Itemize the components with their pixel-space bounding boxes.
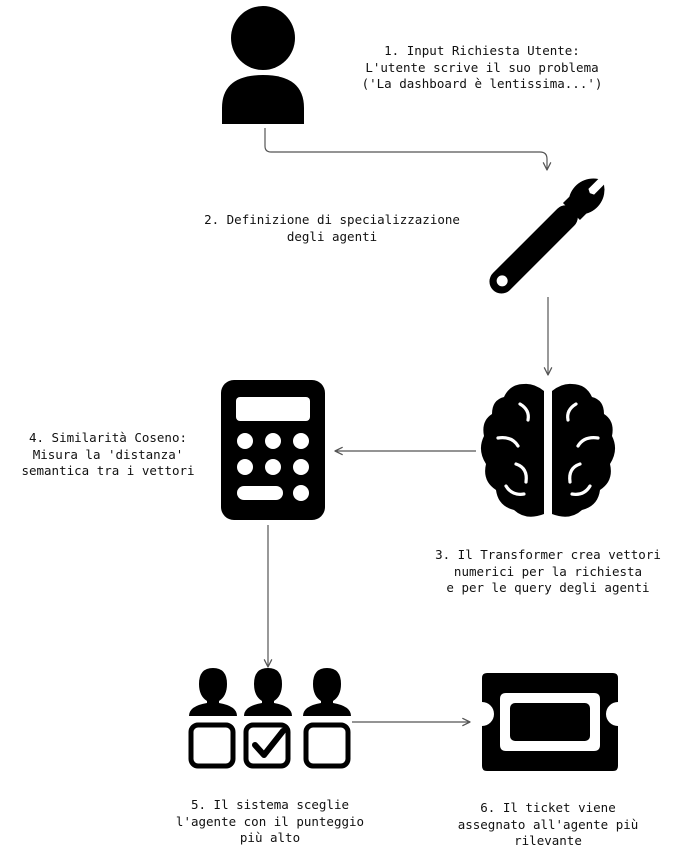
step-3-line-3: e per le query degli agenti bbox=[446, 580, 650, 595]
step-5-line-1: 5. Il sistema sceglie bbox=[190, 797, 350, 812]
step-2-label: 2. Definizione di specializzazione degli… bbox=[187, 212, 477, 245]
step-5-line-3: più alto bbox=[239, 830, 301, 845]
checkbox-checked-icon bbox=[243, 722, 291, 769]
check-mark-icon bbox=[252, 728, 286, 758]
step-6-line-1: 6. Il ticket viene bbox=[480, 800, 616, 815]
step-3-label: 3. Il Transformer crea vettori numerici … bbox=[414, 547, 682, 597]
user-icon bbox=[222, 6, 304, 124]
wrench-icon bbox=[489, 178, 605, 294]
agent-figure-2-icon bbox=[244, 668, 292, 716]
ticket-icon bbox=[482, 673, 618, 771]
agent-figure-3-icon bbox=[303, 668, 351, 716]
calculator-icon bbox=[221, 380, 325, 520]
step-4-line-2: Misura la 'distanza' bbox=[32, 446, 184, 462]
checkbox-empty-2-icon bbox=[303, 722, 351, 769]
agent-figure-1-icon bbox=[189, 668, 237, 716]
step-2-line-1: 2. Definizione di specializzazione bbox=[204, 212, 460, 227]
step-5-line-2: l'agente con il punteggio bbox=[175, 813, 365, 829]
arrow-user-to-wrench bbox=[264, 128, 552, 171]
step-6-line-2: assegnato all'agente più bbox=[457, 816, 639, 832]
brain-icon bbox=[480, 383, 616, 517]
step-6-line-3: rilevante bbox=[514, 833, 582, 848]
checkbox-empty-1-icon bbox=[188, 722, 236, 769]
step-4-line-3: semantica tra i vettori bbox=[21, 463, 195, 478]
step-1-line-1: 1. Input Richiesta Utente: bbox=[384, 43, 580, 58]
step-2-line-2: degli agenti bbox=[286, 228, 378, 244]
step-5-label: 5. Il sistema sceglie l'agente con il pu… bbox=[150, 797, 390, 847]
step-3-line-2: numerici per la richiesta bbox=[453, 563, 643, 579]
step-1-label: 1. Input Richiesta Utente: L'utente scri… bbox=[352, 43, 612, 93]
step-3-line-1: 3. Il Transformer crea vettori bbox=[435, 547, 661, 562]
step-1-line-2: L'utente scrive il suo problema bbox=[365, 59, 599, 75]
agents-checkbox-icon bbox=[188, 668, 351, 769]
step-4-line-1: 4. Similarità Coseno: bbox=[28, 430, 188, 445]
step-6-label: 6. Il ticket viene assegnato all'agente … bbox=[430, 800, 666, 850]
step-4-label: 4. Similarità Coseno: Misura la 'distanz… bbox=[10, 430, 206, 480]
step-1-line-3: ('La dashboard è lentissima...') bbox=[361, 76, 603, 91]
